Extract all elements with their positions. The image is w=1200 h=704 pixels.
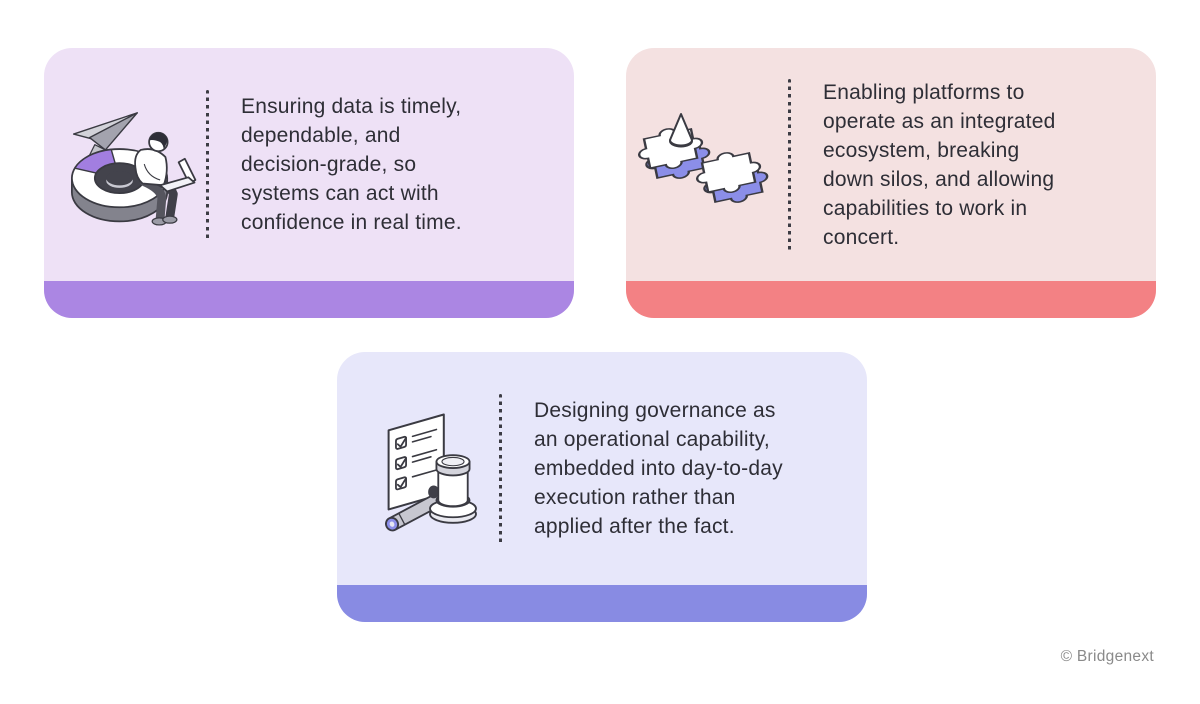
integrated-platforms-card-text: Enabling platforms to operate as an inte…	[823, 80, 1056, 249]
data-trust-card-accent-bar	[44, 281, 574, 318]
governance-card-accent-bar	[337, 585, 867, 622]
puzzle-pieces-icon	[633, 113, 773, 210]
dotted-divider	[788, 78, 791, 251]
governance-card: Designing governance as an operational c…	[337, 352, 867, 622]
governance-card-content: Designing governance as an operational c…	[337, 352, 867, 585]
person-on-donut-chart-with-paper-plane-illustration	[44, 92, 206, 237]
data-trust-card-content: Ensuring data is timely, dependable, and…	[44, 48, 574, 281]
interlocking-puzzle-pieces-illustration	[626, 107, 788, 222]
copyright-text: © Bridgenext	[1060, 648, 1154, 665]
integrated-platforms-card-accent-bar	[626, 281, 1156, 318]
integrated-platforms-card: Enabling platforms to operate as an inte…	[626, 48, 1156, 318]
data-trust-card: Ensuring data is timely, dependable, and…	[44, 48, 574, 318]
dotted-divider	[206, 89, 209, 240]
integrated-platforms-card-content: Enabling platforms to operate as an inte…	[626, 48, 1156, 281]
checklist-gavel-icon	[385, 401, 477, 532]
checklist-with-gavel-illustration	[337, 401, 499, 536]
donut-chart-person-icon	[71, 112, 197, 226]
dotted-divider	[499, 393, 502, 544]
governance-card-text: Designing governance as an operational c…	[534, 399, 783, 538]
data-trust-card-text: Ensuring data is timely, dependable, and…	[241, 95, 462, 234]
